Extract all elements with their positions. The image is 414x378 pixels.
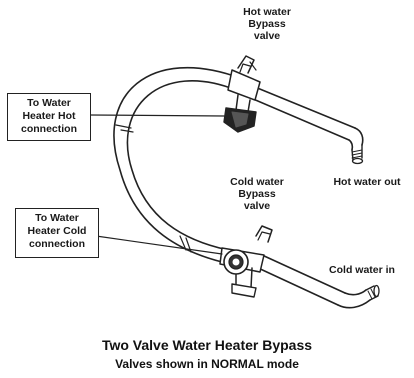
leader-lines — [90, 115, 224, 254]
label-line: Hot water — [232, 6, 302, 18]
cold-bypass-valve-label: Cold water Bypass valve — [222, 176, 292, 212]
hot-out-pipe — [246, 85, 363, 164]
callout-line: Heater Cold — [16, 225, 98, 238]
callout-line: To Water — [16, 212, 98, 225]
cold-in-pipe — [256, 255, 379, 308]
bypass-loop-pipe — [114, 68, 240, 262]
callout-line: To Water — [8, 97, 90, 110]
label-line: Bypass — [222, 188, 292, 200]
cold-water-in-label: Cold water in — [322, 264, 402, 276]
hot-bypass-valve — [224, 56, 260, 132]
label-line: Bypass — [232, 18, 302, 30]
callout-line: Heater Hot — [8, 110, 90, 123]
heater-hot-connection-callout: To Water Heater Hot connection — [7, 93, 91, 141]
callout-line: connection — [8, 123, 90, 136]
hot-bypass-valve-label: Hot water Bypass valve — [232, 6, 302, 42]
label-line: valve — [222, 200, 292, 212]
heater-cold-connection-callout: To Water Heater Cold connection — [15, 208, 99, 258]
label-line: Cold water — [222, 176, 292, 188]
label-line: valve — [232, 30, 302, 42]
diagram-caption-subtitle: Valves shown in NORMAL mode — [0, 357, 414, 371]
hot-water-out-label: Hot water out — [327, 176, 407, 188]
cold-bypass-valve — [220, 226, 272, 297]
callout-line: connection — [16, 238, 98, 251]
diagram-caption-title: Two Valve Water Heater Bypass — [0, 337, 414, 353]
